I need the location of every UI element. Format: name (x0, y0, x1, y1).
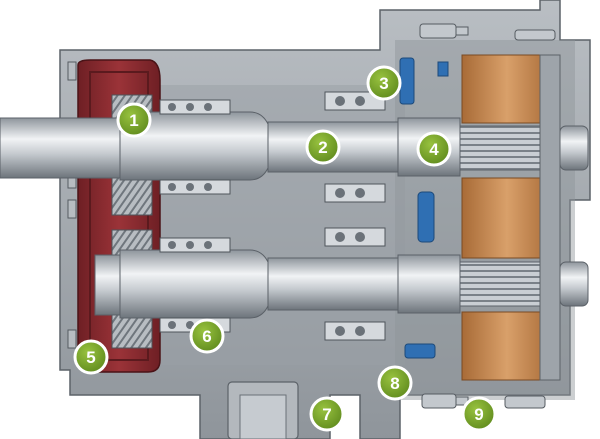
callout-8: 8 (377, 365, 413, 401)
callout-label-5: 5 (86, 348, 95, 367)
output-shaft (94, 249, 589, 319)
callout-2: 2 (305, 129, 341, 165)
callout-5: 5 (73, 339, 109, 375)
housing-bolts (419, 23, 556, 409)
clutch-pads (461, 54, 561, 381)
callout-label-9: 9 (474, 405, 483, 424)
callout-1: 1 (116, 102, 152, 138)
callout-label-3: 3 (379, 74, 388, 93)
callout-9: 9 (461, 396, 497, 432)
callout-4: 4 (416, 131, 452, 167)
callout-badge-5 (73, 339, 109, 375)
callout-label-8: 8 (390, 374, 399, 393)
callout-label-7: 7 (322, 405, 331, 424)
callout-badge-9 (461, 396, 497, 432)
callout-label-6: 6 (202, 327, 211, 346)
callout-3: 3 (366, 65, 402, 101)
callout-badge-4 (416, 131, 452, 167)
callout-badge-8 (377, 365, 413, 401)
callout-label-1: 1 (129, 111, 138, 130)
callout-7: 7 (309, 396, 345, 432)
callout-6: 6 (189, 318, 225, 354)
callout-badge-2 (305, 129, 341, 165)
callout-badge-3 (366, 65, 402, 101)
callout-badge-1 (116, 102, 152, 138)
callout-label-4: 4 (429, 140, 439, 159)
seals (399, 57, 449, 359)
callout-badge-6 (189, 318, 225, 354)
callout-badge-7 (309, 396, 345, 432)
callout-label-2: 2 (318, 138, 327, 157)
